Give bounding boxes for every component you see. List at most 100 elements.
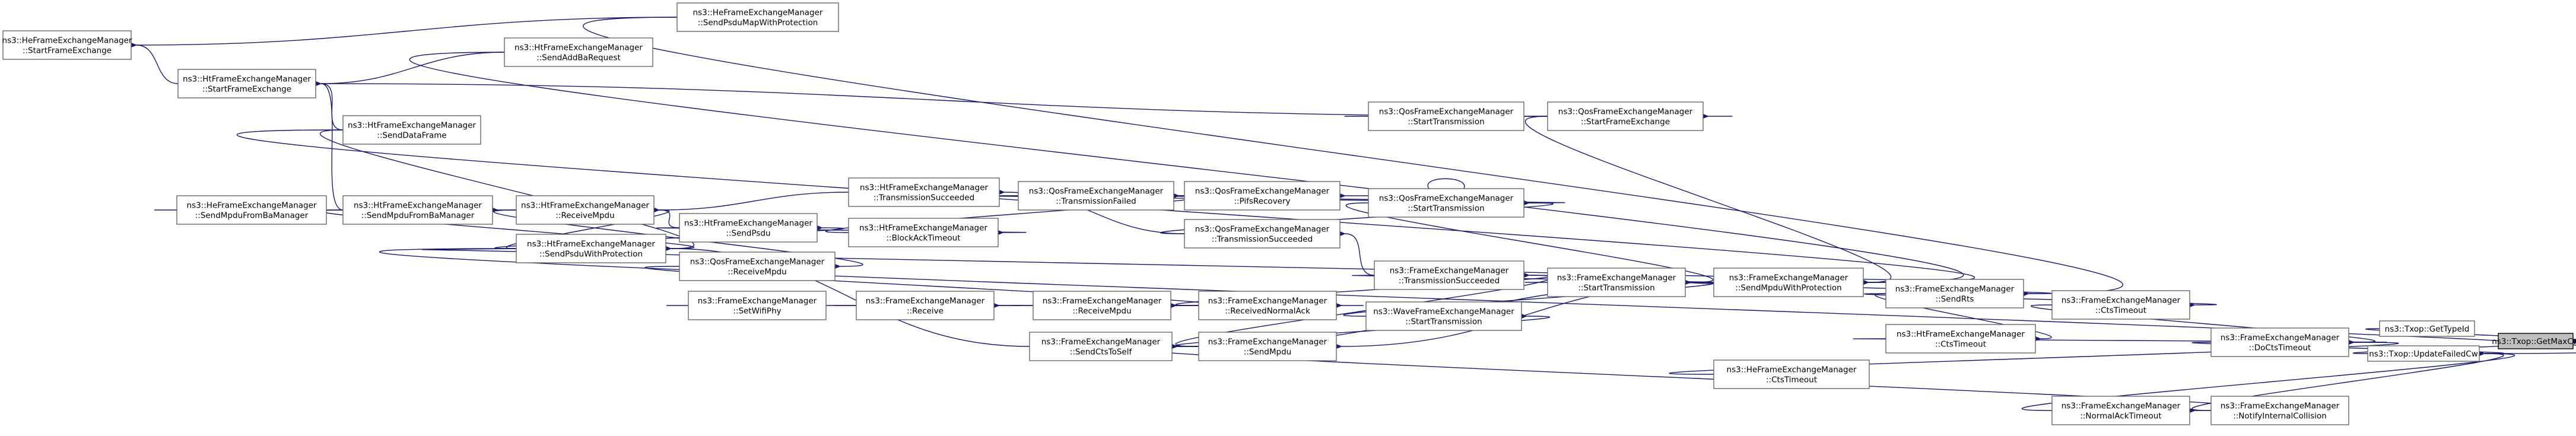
node-qos_txsucc[interactable]: ns3::QosFrameExchangeManager::Transmissi… [1184,219,1341,249]
node-label-line: ns3::FrameExchangeManager [1041,338,1161,347]
node-box [1368,101,1524,131]
node-box [2210,327,2349,357]
node-box [2379,320,2475,337]
node-txop_typeid[interactable]: ns3::Txop::GetTypeId [2379,320,2475,337]
node-fem_notifycoll[interactable]: ns3::FrameExchangeManager::NotifyInterna… [2210,396,2349,425]
node-label-line: ns3::FrameExchangeManager [1390,266,1509,276]
edge-fem_normalacktimeout-to-txop_updatecw [2021,351,2515,411]
node-label-line: ns3::QosFrameExchangeManager [690,257,825,267]
node-label-line: ::StartTransmission [1408,117,1484,127]
node-label-line: ::StartTransmission [1408,204,1484,214]
node-he_psdumap[interactable]: ns3::HeFrameExchangeManager::SendPsduMap… [676,2,839,32]
node-fem_sendmpdu[interactable]: ns3::FrameExchangeManager::SendMpdu [1198,332,1337,361]
node-label-line: ::ReceivedNormalAck [1225,307,1310,316]
node-label-line: ::StartTransmission [1405,317,1482,327]
node-ht_recvmpdu[interactable]: ns3::HtFrameExchangeManager::ReceiveMpdu [516,195,655,225]
node-fem_ctstimeout[interactable]: ns3::FrameExchangeManager::CtsTimeout [2051,290,2190,320]
node-fem_sendrts[interactable]: ns3::FrameExchangeManager::SendRts [1885,279,2024,308]
node-qos_pifs[interactable]: ns3::QosFrameExchangeManager::PifsRecove… [1184,181,1341,211]
edge-txop_typeid-to-txop_getmaxcw [2365,328,2576,344]
node-qos_recvmpdu[interactable]: ns3::QosFrameExchangeManager::ReceiveMpd… [679,252,836,281]
node-ht_start[interactable]: ns3::HtFrameExchangeManager::StartFrameE… [177,69,316,98]
node-label-line: ns3::HtFrameExchangeManager [183,75,311,84]
node-label-line: ns3::FrameExchangeManager [866,297,985,306]
node-label-line: ::DoCtsTimeout [2249,343,2311,353]
node-box [1368,188,1524,218]
node-label-line: ns3::FrameExchangeManager [1208,297,1327,306]
node-label-line: ns3::FrameExchangeManager [1729,273,1848,283]
edge-ht_sendpsdu-to-ht_recvmpdu [653,207,680,228]
node-label-line: ::SendAddBaRequest [536,53,621,63]
edge-ht_dataframe-to-ht_start [315,81,344,131]
node-fem_recvnormalack[interactable]: ns3::FrameExchangeManager::ReceivedNorma… [1198,291,1337,320]
node-fem_docts[interactable]: ns3::FrameExchangeManager::DoCtsTimeout [2210,327,2349,357]
node-ht_dataframe[interactable]: ns3::HtFrameExchangeManager::SendDataFra… [342,115,481,145]
edge-he_psdumap-to-he_start [131,17,678,48]
node-label-line: ns3::HeFrameExchangeManager [2,36,132,46]
node-box [676,2,839,32]
node-fem_txsucc[interactable]: ns3::FrameExchangeManager::TransmissionS… [1374,260,1524,290]
node-qos_starttx[interactable]: ns3::QosFrameExchangeManager::StartTrans… [1368,188,1524,218]
node-label-line: ns3::FrameExchangeManager [2221,402,2340,411]
node-qos_starttx2[interactable]: ns3::QosFrameExchangeManager::StartTrans… [1368,101,1524,131]
node-ht_psduprot[interactable]: ns3::HtFrameExchangeManager::SendPsduWit… [516,234,666,263]
node-label-line: ::CtsTimeout [1766,375,1817,385]
node-label-line: ::SendPsduMapWithProtection [698,18,818,28]
node-label-line: ::StartFrameExchange [23,46,112,56]
node-label-line: ::SetWifiPhy [733,307,781,316]
node-label-line: ns3::HtFrameExchangeManager [514,43,643,53]
node-he_ctstimeout[interactable]: ns3::HeFrameExchangeManager::CtsTimeout [1713,359,1870,389]
node-fem_mpduprot[interactable]: ns3::FrameExchangeManager::SendMpduWithP… [1713,268,1864,297]
node-label-line: ns3::QosFrameExchangeManager [1029,187,1164,196]
node-fem_normalacktimeout[interactable]: ns3::FrameExchangeManager::NormalAckTime… [2051,396,2190,425]
node-ht_mpdufromba[interactable]: ns3::HtFrameExchangeManager::SendMpduFro… [342,195,493,225]
node-label-line: ns3::HtFrameExchangeManager [521,201,649,211]
node-box [2210,396,2349,425]
edge-ht_dataframe-to-ht_psduprot [320,129,694,252]
node-qos_txfailed[interactable]: ns3::QosFrameExchangeManager::Transmissi… [1018,181,1174,211]
node-box [176,195,327,225]
node-fem_ctstoself[interactable]: ns3::FrameExchangeManager::SendCtsToSelf [1029,332,1173,361]
node-ht_txsucc[interactable]: ns3::HtFrameExchangeManager::Transmissio… [848,177,1000,207]
node-label-line: ns3::HeFrameExchangeManager [187,201,317,211]
node-fem_recvmpdu[interactable]: ns3::FrameExchangeManager::ReceiveMpdu [1033,291,1171,320]
node-label-line: ns3::FrameExchangeManager [2221,333,2340,343]
node-qos_startfx[interactable]: ns3::QosFrameExchangeManager::StartFrame… [1547,101,1704,131]
node-label-line: ns3::FrameExchangeManager [2062,402,2181,411]
node-box [1374,260,1524,290]
node-ht_addba[interactable]: ns3::HtFrameExchangeManager::SendAddBaRe… [504,37,653,67]
edge-fem_sendmpdu-to-wave_starttx [1176,313,1550,347]
node-box [1365,301,1522,331]
node-label-line: ns3::Txop::UpdateFailedCw [2369,349,2478,359]
node-ht_ctstimeout[interactable]: ns3::HtFrameExchangeManager::CtsTimeout [1885,324,2036,354]
node-label-line: ::NormalAckTimeout [2080,412,2161,421]
node-label-line: ns3::HtFrameExchangeManager [1897,330,2025,339]
node-ht_sendpsdu[interactable]: ns3::HtFrameExchangeManager::SendPsdu [679,213,818,243]
node-label-line: ns3::HeFrameExchangeManager [1727,365,1857,375]
node-label-line: ns3::QosFrameExchangeManager [1195,187,1330,196]
node-label-line: ns3::FrameExchangeManager [1208,338,1327,347]
edge-ht_mpdufromba-to-ht_start [315,81,344,211]
node-box [856,291,995,320]
edge-fem_sendrts-to-ht_ctstimeout [1875,293,2052,342]
node-label-line: ns3::FrameExchangeManager [1895,285,2015,294]
node-he_start[interactable]: ns3::HeFrameExchangeManager::StartFrameE… [2,30,132,60]
node-txop_updatecw[interactable]: ns3::Txop::UpdateFailedCw [2367,345,2480,362]
node-fem_setwifiphy[interactable]: ns3::FrameExchangeManager::SetWifiPhy [688,291,827,320]
node-he_mpdufromba[interactable]: ns3::HeFrameExchangeManager::SendMpduFro… [176,195,327,225]
node-wave_starttx[interactable]: ns3::WaveFrameExchangeManager::StartTran… [1365,301,1522,331]
node-box [1713,359,1870,389]
node-label-line: ::ReceiveMpdu [1072,307,1131,316]
node-fem_starttx[interactable]: ns3::FrameExchangeManager::StartTransmis… [1547,268,1686,297]
node-label-line: ::PifsRecovery [1234,197,1290,206]
node-box [2051,396,2190,425]
node-label-line: ns3::QosFrameExchangeManager [1379,107,1514,117]
edge-ht_addba-to-fem_mpduprot [409,52,1964,285]
node-ht_blockack[interactable]: ns3::HtFrameExchangeManager::BlockAckTim… [848,218,999,247]
node-box [688,291,827,320]
node-label-line: ::NotifyInternalCollision [2233,412,2327,421]
node-fem_receive[interactable]: ns3::FrameExchangeManager::Receive [856,291,995,320]
node-box [848,177,1000,207]
node-txop_getmaxcw[interactable]: ns3::Txop::GetMaxCw [2492,333,2576,349]
